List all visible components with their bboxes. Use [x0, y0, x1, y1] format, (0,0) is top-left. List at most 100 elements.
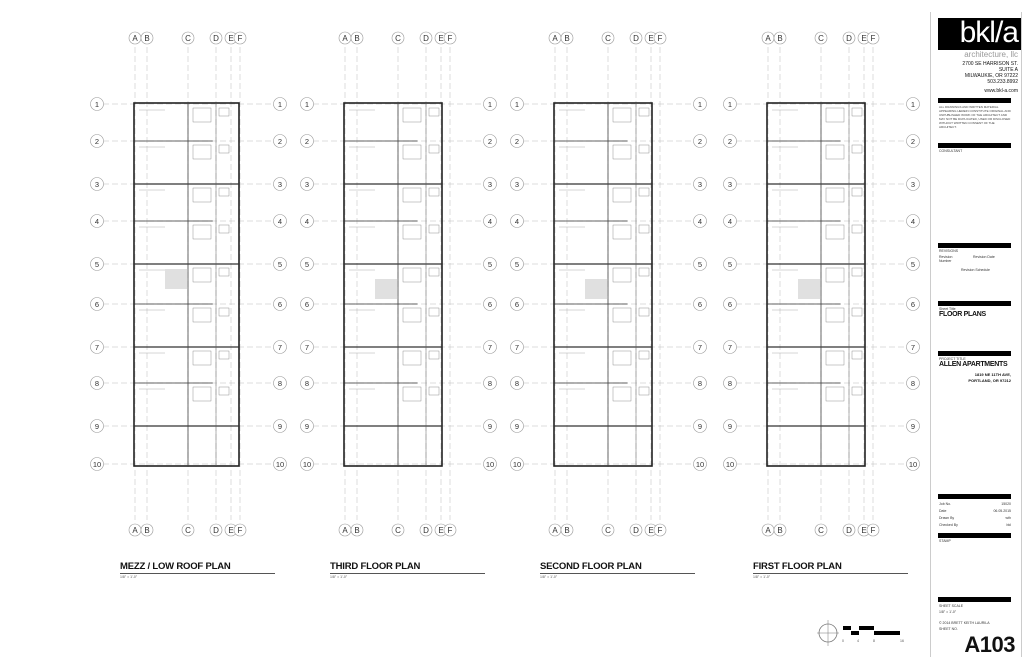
- grid-bubble: [906, 457, 920, 471]
- grid-label: 2: [911, 137, 915, 146]
- grid-label: 1: [488, 100, 492, 109]
- bathroom: [825, 350, 845, 366]
- grid-bubble: [483, 214, 497, 228]
- grid-label: E: [438, 526, 443, 535]
- fixture: [851, 187, 863, 197]
- plan-title: MEZZ / LOW ROOF PLAN: [120, 561, 231, 572]
- grid-label: F: [871, 526, 876, 535]
- fixture: [428, 144, 440, 154]
- plan-title: THIRD FLOOR PLAN: [330, 561, 421, 572]
- scale-bar-tick: 0: [842, 639, 844, 643]
- fixture: [218, 386, 230, 396]
- fixture: [428, 267, 440, 277]
- grid-bubble: [510, 457, 524, 471]
- bathroom: [192, 350, 212, 366]
- fixture: [428, 224, 440, 234]
- divider-bar: [938, 494, 1011, 499]
- grid-bubble: [140, 31, 154, 45]
- grid-label: 7: [305, 343, 309, 352]
- grid-label: 9: [515, 422, 519, 431]
- grid-label: F: [448, 526, 453, 535]
- fixture: [851, 307, 863, 317]
- grid-label: 2: [278, 137, 282, 146]
- grid-bubble: [181, 523, 195, 537]
- scale-bar-tick: 16: [900, 639, 904, 643]
- scale-bar-segment: [843, 626, 851, 630]
- grid-label: 10: [726, 460, 734, 469]
- grid-bubble: [723, 257, 737, 271]
- grid-bubble: [906, 134, 920, 148]
- bathroom: [612, 386, 632, 402]
- fixture: [218, 107, 230, 117]
- grid-label: 10: [909, 460, 917, 469]
- grid-label: 5: [911, 260, 915, 269]
- grid-label: 7: [911, 343, 915, 352]
- grid-label: D: [423, 526, 429, 535]
- fixture: [638, 350, 650, 360]
- building-outline: [133, 102, 240, 467]
- grid-label: 8: [95, 379, 99, 388]
- grid-label: E: [648, 34, 653, 43]
- grid-bubble: [693, 340, 707, 354]
- grid-bubble: [906, 214, 920, 228]
- grid-label: 1: [911, 100, 915, 109]
- bathroom: [612, 144, 632, 160]
- plan-scale: 1/8" = 1'-0": [330, 575, 348, 579]
- grid-label: 5: [515, 260, 519, 269]
- sheet-title-label: Sheet Title: [939, 307, 956, 311]
- grid-label: 2: [698, 137, 702, 146]
- bathroom: [825, 386, 845, 402]
- fixture: [638, 144, 650, 154]
- bathroom: [192, 144, 212, 160]
- fixture: [851, 267, 863, 277]
- grid-label: 2: [305, 137, 309, 146]
- grid-label: 7: [488, 343, 492, 352]
- divider-bar: [938, 301, 1011, 306]
- grid-bubble: [300, 214, 314, 228]
- grid-label: 7: [515, 343, 519, 352]
- building-outline: [343, 102, 443, 467]
- grid-label: C: [395, 526, 401, 535]
- grid-label: B: [144, 34, 149, 43]
- grid-label: 10: [696, 460, 704, 469]
- copyright-notice: ALL DRAWINGS AND WRITTEN MATERIAL APPEAR…: [939, 105, 1011, 129]
- grid-bubble: [510, 340, 524, 354]
- grid-bubble: [483, 457, 497, 471]
- logo-subtitle: architecture, llc: [964, 50, 1018, 59]
- grid-label: 8: [911, 379, 915, 388]
- grid-label: 3: [515, 180, 519, 189]
- scale-bar-segment: [859, 626, 874, 630]
- grid-label: C: [185, 34, 191, 43]
- grid-bubble: [693, 297, 707, 311]
- grid-label: 7: [278, 343, 282, 352]
- grid-label: 9: [278, 422, 282, 431]
- grid-bubble: [723, 177, 737, 191]
- grid-label: 7: [728, 343, 732, 352]
- grid-label: 6: [95, 300, 99, 309]
- grid-label: 9: [305, 422, 309, 431]
- grid-bubble: [814, 523, 828, 537]
- fixture: [638, 107, 650, 117]
- bathroom: [192, 386, 212, 402]
- north-arrow: [817, 620, 839, 646]
- grid-label: 6: [698, 300, 702, 309]
- bathroom: [192, 224, 212, 240]
- bathroom: [825, 224, 845, 240]
- grid-label: C: [818, 34, 824, 43]
- grid-label: 5: [305, 260, 309, 269]
- grid-label: 4: [305, 217, 309, 226]
- grid-bubble: [483, 177, 497, 191]
- scale-bar-tick: 4: [857, 639, 859, 643]
- grid-label: 1: [728, 100, 732, 109]
- grid-bubble: [483, 134, 497, 148]
- grid-bubble: [653, 523, 667, 537]
- grid-label: 10: [276, 460, 284, 469]
- grid-bubble: [629, 31, 643, 45]
- grid-bubble: [233, 523, 247, 537]
- grid-label: 8: [305, 379, 309, 388]
- grid-bubble: [90, 214, 104, 228]
- grid-label: A: [342, 526, 348, 535]
- grid-label: 1: [515, 100, 519, 109]
